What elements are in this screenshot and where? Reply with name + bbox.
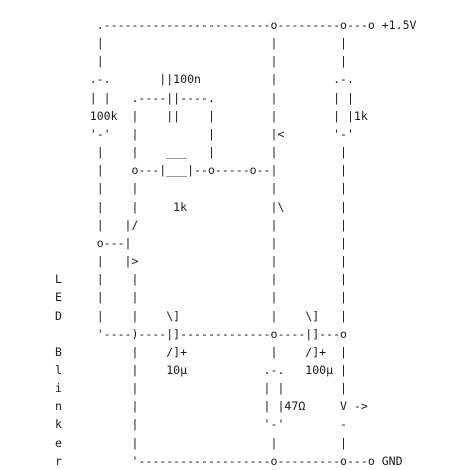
schematic-line: | | | xyxy=(55,36,347,51)
schematic-line: n | | |47Ω V -> xyxy=(55,399,368,414)
schematic-line: | | | xyxy=(55,54,347,69)
schematic-line: L | | | | xyxy=(55,272,347,287)
schematic-line: '----)----|]-------------o----|]---o xyxy=(55,326,347,341)
schematic-line: '-' | | |< '-' xyxy=(55,126,354,141)
schematic-line: | | ___ | | | xyxy=(55,145,347,160)
schematic-line: o---| | | xyxy=(55,235,347,250)
schematic-line: r '-------------------o---------o---o GN… xyxy=(55,453,403,468)
schematic-line: k | '-' - xyxy=(55,417,347,432)
schematic-line: E | | | | xyxy=(55,290,347,305)
schematic-line: .-. ||100n | .-. xyxy=(55,72,354,87)
schematic-line: e | | | xyxy=(55,435,347,450)
schematic-line: | | 1k |\ | xyxy=(55,199,347,214)
schematic-line: l | 10µ .-. 100µ | xyxy=(55,362,347,377)
schematic-line: 100k | || | | | |1k xyxy=(55,108,368,123)
schematic-line: | |> | | xyxy=(55,254,347,269)
schematic-line: i | | | | xyxy=(55,381,347,396)
schematic-line: | o---|___|--o-----o--| | xyxy=(55,163,347,178)
led-blinker-schematic: .------------------------o---------o---o… xyxy=(55,16,417,470)
schematic-line: | |/ | | xyxy=(55,217,347,232)
schematic-line: .------------------------o---------o---o… xyxy=(55,18,417,32)
schematic-line: D | | \] | \] | xyxy=(55,308,347,323)
schematic-line: | | .----||----. | | | xyxy=(55,90,354,105)
schematic-line: | | | | xyxy=(55,181,347,196)
schematic-line: B | /]+ | /]+ | xyxy=(55,344,347,359)
